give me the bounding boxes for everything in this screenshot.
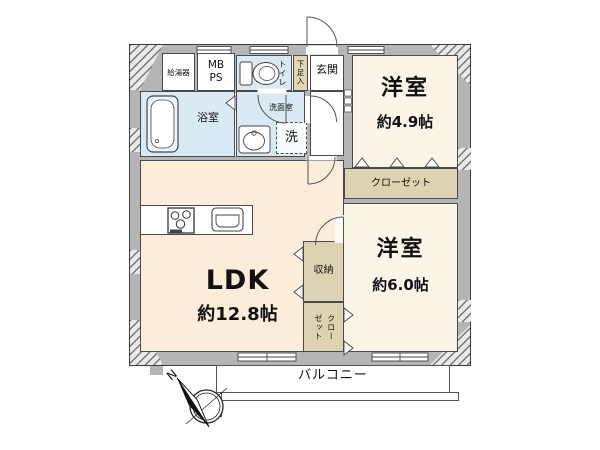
bedroom1-size: 約4.9帖	[376, 113, 434, 131]
storage-label: 収納	[313, 264, 334, 276]
window	[347, 46, 385, 54]
toilet-label: トイレ	[278, 60, 287, 87]
door-gap	[305, 96, 311, 123]
balcony-label: バルコニー	[298, 368, 368, 384]
wall-left	[130, 45, 140, 365]
box-closet-bedroom1	[344, 168, 458, 199]
box-closet-ldk	[303, 302, 344, 352]
bathroom-label: 浴室	[197, 111, 219, 125]
window	[196, 46, 232, 54]
wall-hatch-tick	[458, 148, 471, 170]
room-bedroom1	[352, 55, 458, 168]
bedroom2-label: 洋室	[376, 236, 425, 262]
wall-hatch-tick	[130, 128, 141, 152]
wall-right	[458, 45, 470, 365]
folding-door-marks	[225, 95, 440, 356]
balcony	[216, 365, 450, 393]
washroom-label: 洗面室	[269, 103, 293, 113]
meter-box-label: MB PS	[207, 59, 225, 84]
ldk-size: 約12.8帖	[197, 304, 278, 326]
compass-icon	[176, 377, 228, 428]
box-storage	[303, 241, 344, 302]
wall-bottom-stub	[150, 365, 163, 375]
door-gap	[306, 156, 337, 161]
closet-ldk-label: クロー ゼット	[314, 314, 336, 341]
kitchen-sink-icon	[211, 207, 244, 232]
hall-ldk-door-arc	[307, 156, 336, 185]
room-entrance	[310, 55, 344, 91]
window-sliding	[371, 352, 429, 362]
door-gap	[334, 215, 345, 243]
entrance-door-arc	[306, 16, 338, 48]
bedroom2-door-arc	[315, 216, 344, 246]
wall-hatch-tick	[458, 300, 471, 322]
sliding-door-marks	[344, 89, 352, 113]
toilet-icon	[239, 61, 280, 86]
washroom-door-arc	[310, 95, 337, 123]
washer-box	[276, 122, 307, 154]
water-heater-label: 給湯器	[167, 67, 190, 77]
wall-washroom-hall	[305, 90, 310, 158]
wall-hatch-tick	[130, 250, 141, 274]
entrance-opening	[306, 45, 338, 55]
door-gap	[257, 88, 287, 94]
shoe-cabinet-label: 下足入	[296, 60, 305, 86]
bedroom2-size: 約6.0帖	[372, 276, 429, 294]
ldk-label: LDK	[205, 264, 270, 296]
window-sliding	[237, 352, 297, 362]
bathtub-icon	[146, 95, 179, 153]
window	[249, 46, 289, 54]
closet-bedroom1-label: クローゼット	[371, 177, 431, 189]
wall-top	[130, 45, 470, 55]
box-shoe-cabinet	[293, 55, 308, 91]
stove-icon	[167, 207, 195, 234]
wall-washrow-ldk	[140, 156, 344, 160]
bedroom1-label: 洋室	[380, 75, 429, 101]
box-water-heater	[162, 53, 195, 91]
wall-closet1-bottom	[343, 199, 458, 203]
entrance-label: 玄関	[316, 63, 338, 77]
box-meter	[197, 53, 235, 91]
toilet-door-arc	[257, 94, 287, 124]
washbasin-icon	[238, 125, 271, 154]
washer-label: 洗	[284, 130, 298, 146]
